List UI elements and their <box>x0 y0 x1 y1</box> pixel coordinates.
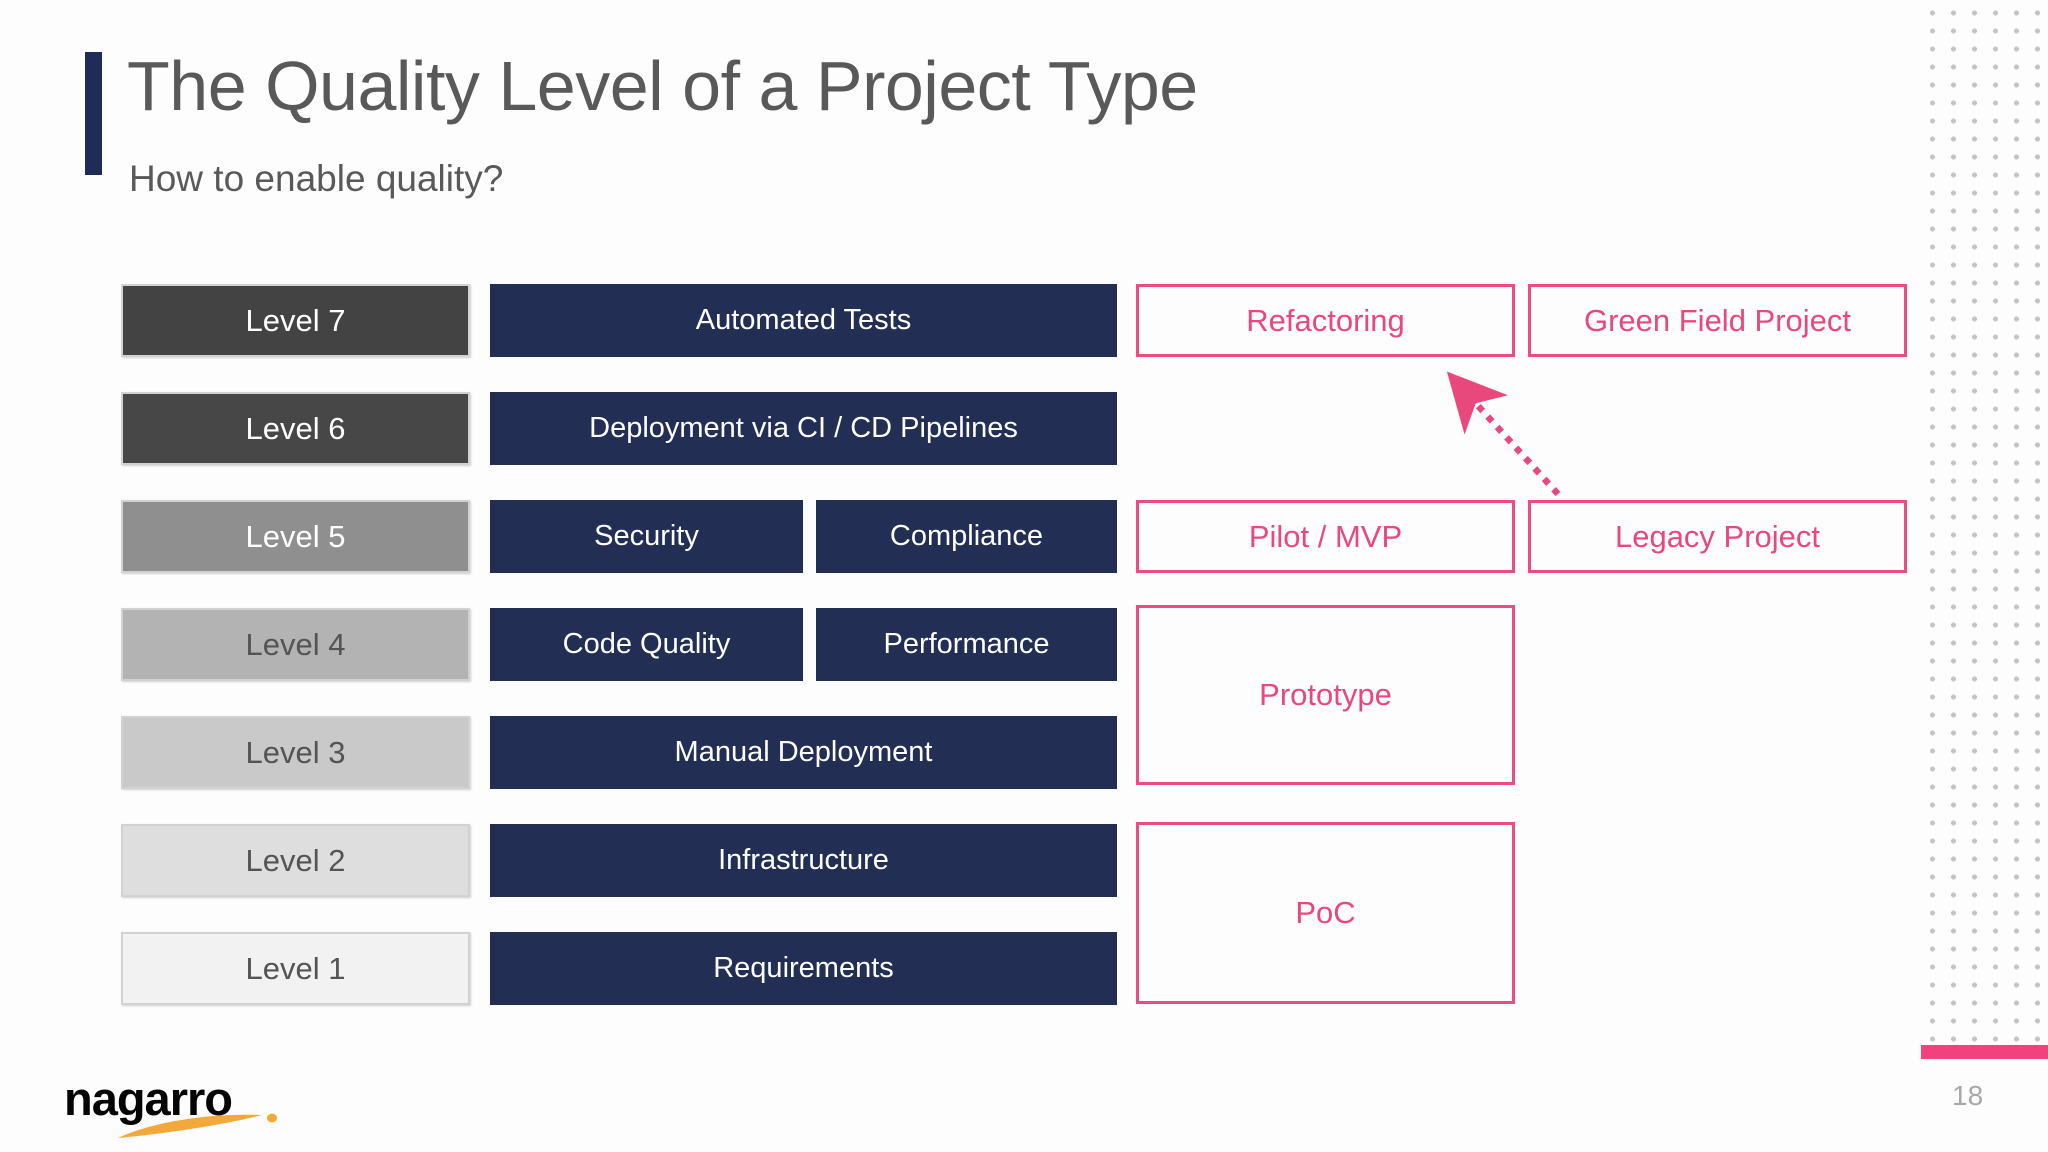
project-box-prototype: Prototype <box>1136 605 1515 785</box>
nagarro-logo-text: nagarro <box>64 1072 233 1125</box>
capability-box-compliance: Compliance <box>816 500 1117 573</box>
level-box-7: Level 7 <box>121 284 470 357</box>
nagarro-logo: nagarro <box>64 1074 294 1138</box>
level-box-4: Level 4 <box>121 608 470 681</box>
level-box-3: Level 3 <box>121 716 470 789</box>
level-box-5: Level 5 <box>121 500 470 573</box>
footer-pink-bar <box>1921 1045 2048 1059</box>
capability-box-ci-cd-pipelines: Deployment via CI / CD Pipelines <box>490 392 1117 465</box>
page-title: The Quality Level of a Project Type <box>127 47 1198 125</box>
legacy-to-refactoring-arrow-icon <box>1446 371 1561 497</box>
capability-box-infrastructure: Infrastructure <box>490 824 1117 897</box>
capability-box-automated-tests: Automated Tests <box>490 284 1117 357</box>
level-box-1: Level 1 <box>121 932 470 1005</box>
project-box-refactoring: Refactoring <box>1136 284 1515 357</box>
capability-box-requirements: Requirements <box>490 932 1117 1005</box>
project-box-pilot-mvp: Pilot / MVP <box>1136 500 1515 573</box>
capability-box-manual-deployment: Manual Deployment <box>490 716 1117 789</box>
title-accent-bar <box>85 52 102 175</box>
page-number: 18 <box>1952 1080 1984 1111</box>
level-box-6: Level 6 <box>121 392 470 465</box>
capability-box-code-quality: Code Quality <box>490 608 803 681</box>
project-box-legacy-project: Legacy Project <box>1528 500 1907 573</box>
dot-pattern-decoration <box>1918 2 2048 1042</box>
level-box-2: Level 2 <box>121 824 470 897</box>
logo-swoosh-icon <box>118 1113 277 1138</box>
project-box-poc: PoC <box>1136 822 1515 1004</box>
page-subtitle: How to enable quality? <box>129 158 504 199</box>
project-box-green-field-project: Green Field Project <box>1528 284 1907 357</box>
capability-box-performance: Performance <box>816 608 1117 681</box>
capability-box-security: Security <box>490 500 803 573</box>
